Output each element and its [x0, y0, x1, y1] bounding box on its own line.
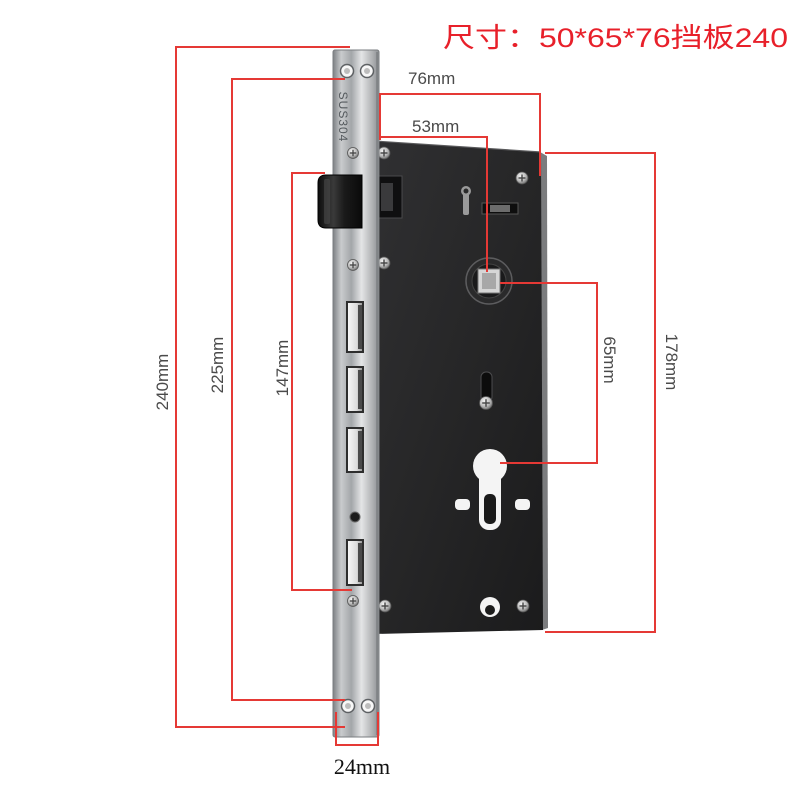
- lock-body-top-edge: [373, 140, 542, 153]
- dim-line-total-depth: [379, 93, 541, 176]
- screw-icon: [515, 171, 529, 185]
- deadbolt-window: [346, 366, 364, 413]
- dim-line-body-height: [545, 152, 656, 633]
- screw-icon: [377, 146, 391, 160]
- dim-line-screw-hole-spacing: [231, 78, 345, 701]
- mounting-hole: [359, 63, 375, 79]
- dim-label-screw-hole-spacing: 225mm: [208, 337, 227, 394]
- latch-tail: [381, 183, 393, 211]
- dim-line-bolt-span: [291, 172, 352, 591]
- spindle-hub: [465, 257, 513, 305]
- deadbolt-window: [346, 301, 364, 353]
- dim-line-center-distance: [500, 282, 598, 464]
- screw-icon: [347, 259, 359, 271]
- faceplate: SUS304: [317, 49, 380, 738]
- lock-body: [373, 140, 548, 634]
- bottom-round-hole: [480, 597, 500, 617]
- screw-icon: [347, 595, 359, 607]
- dim-label-total-depth: 76mm: [408, 69, 455, 88]
- screw-icon: [377, 256, 391, 270]
- deadbolt-window: [346, 427, 364, 473]
- size-title: 尺寸：50*65*76挡板240: [443, 23, 788, 53]
- dim-label-center-distance: 65mm: [600, 336, 619, 383]
- dim-line-faceplate-length: [175, 46, 350, 728]
- faceplate-small-hole: [349, 511, 361, 523]
- cylinder-side-hole-right: [515, 499, 530, 510]
- cylinder-side-hole-left: [455, 499, 470, 510]
- mounting-hole: [339, 63, 355, 79]
- top-rect-slot-inner: [490, 205, 510, 212]
- mounting-hole: [360, 698, 376, 714]
- dim-line-backset: [380, 136, 488, 272]
- dim-label-faceplate-length: 240mm: [153, 354, 172, 411]
- deadbolt-window: [346, 539, 364, 586]
- cylinder-cutout: [473, 449, 507, 530]
- screw-icon: [516, 599, 530, 613]
- dim-label-bolt-span: 147mm: [273, 340, 292, 397]
- latch-bolt: [317, 174, 363, 229]
- dim-line-faceplate-width: [335, 712, 379, 746]
- screw-icon: [378, 599, 392, 613]
- faceplate-material-text: SUS304: [336, 92, 350, 143]
- keyhole-slot: [461, 186, 471, 215]
- dim-label-body-height: 178mm: [662, 334, 681, 391]
- dim-label-backset: 53mm: [412, 117, 459, 136]
- screw-icon: [347, 147, 359, 159]
- mounting-hole: [340, 698, 356, 714]
- dim-label-faceplate-width: 24mm: [334, 754, 390, 779]
- screw-icon: [479, 396, 493, 410]
